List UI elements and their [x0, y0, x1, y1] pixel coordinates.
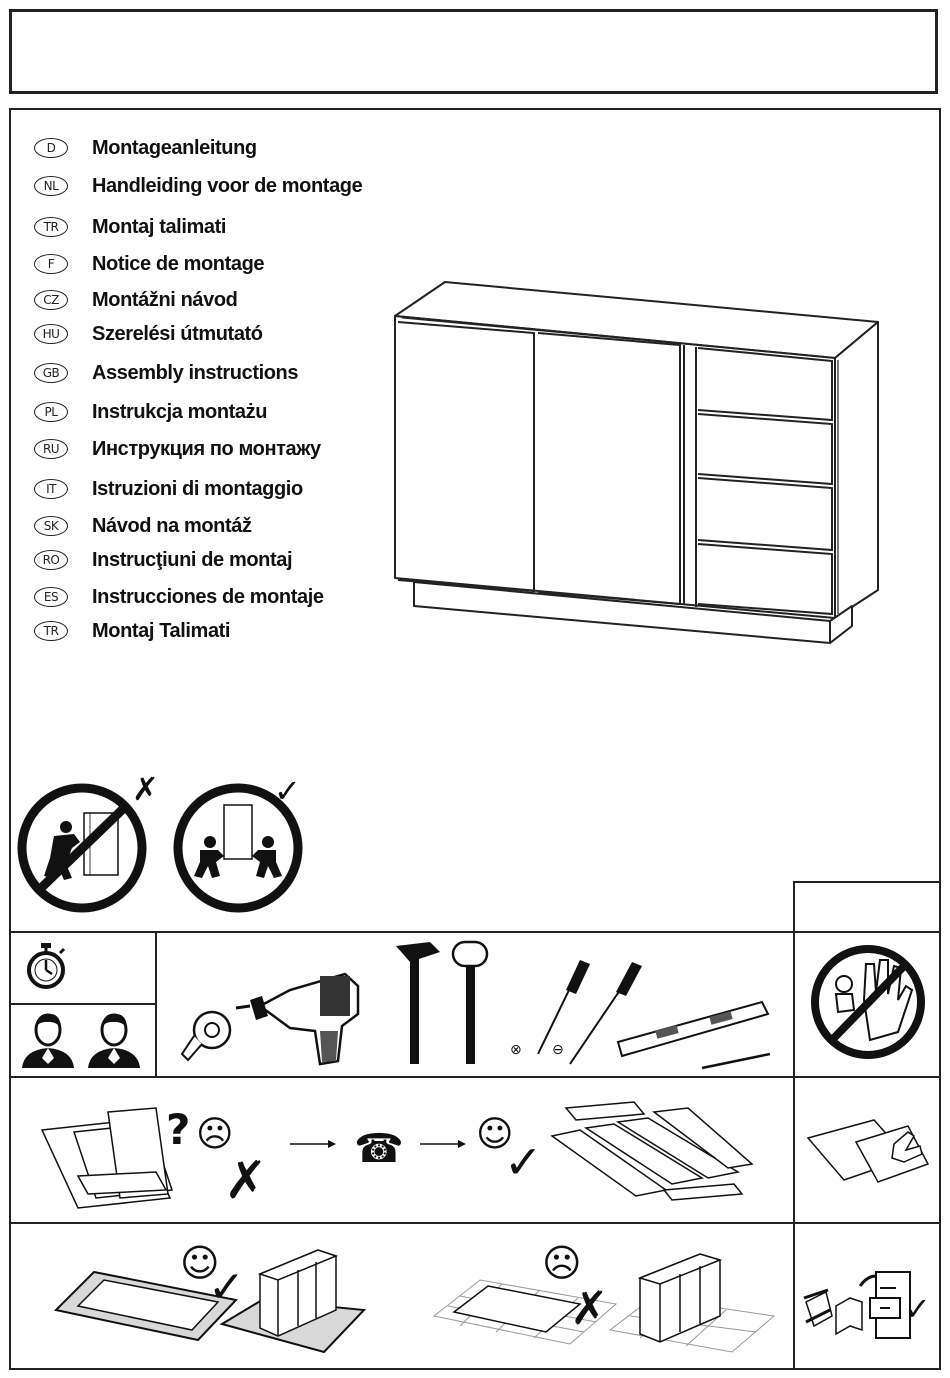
- language-title: Montaj Talimati: [92, 619, 231, 642]
- spirit-level-icon: [616, 1000, 770, 1058]
- language-code-badge: HU: [34, 324, 68, 344]
- divider: [10, 1076, 940, 1078]
- hammer-icon: [396, 942, 440, 1064]
- stopwatch-icon: [27, 943, 66, 989]
- screwdriver-cross-icon: ⊗: [510, 960, 590, 1058]
- no-children-icon: [811, 945, 925, 1059]
- language-item: HU Szerelési útmutató: [34, 319, 263, 349]
- sad-face-icon: ☹: [196, 1114, 234, 1155]
- drill-icon: [235, 972, 360, 1066]
- language-title: Instrucţiuni de montaj: [92, 548, 293, 571]
- language-code-badge: PL: [34, 402, 68, 422]
- divider: [10, 1003, 156, 1005]
- screwdriver-flat-icon: ⊖: [552, 962, 642, 1065]
- divider: [10, 1222, 940, 1224]
- single-person-lift-prohibited-icon: ✗: [17, 770, 159, 913]
- assemble-on-hard-surface-icon: ☹ ✗: [432, 1241, 776, 1353]
- language-code-badge: SK: [34, 516, 68, 536]
- language-title: Szerelési útmutató: [92, 322, 263, 345]
- language-title: Assembly instructions: [92, 361, 299, 384]
- language-title: Istruzioni di montaggio: [92, 477, 303, 500]
- language-title: Montaj talimati: [92, 215, 227, 238]
- language-item: IT Istruzioni di montaggio: [34, 474, 303, 504]
- language-item: TR Montaj Talimati: [34, 616, 230, 646]
- language-code-badge: ES: [34, 587, 68, 607]
- language-title: Instrucciones de montaje: [92, 585, 324, 608]
- language-code-badge: D: [34, 138, 68, 158]
- person-icon: [88, 1013, 140, 1068]
- tape-measure-icon: [180, 1010, 232, 1062]
- sideboard-illustration: [394, 281, 879, 644]
- language-title: Notice de montage: [92, 252, 265, 275]
- happy-face-icon: ☺: [476, 1114, 514, 1155]
- sorted-parts-icon: [550, 1101, 754, 1201]
- language-item: D Montageanleitung: [34, 133, 257, 163]
- assemble-on-soft-surface-icon: ☺ ✓: [53, 1241, 367, 1354]
- divider: [10, 931, 940, 933]
- language-code-badge: TR: [34, 217, 68, 237]
- read-manual-icon: [806, 1119, 930, 1183]
- cross-mark-icon: ✗: [570, 1281, 609, 1335]
- sad-face-icon: ☹: [542, 1241, 582, 1285]
- cross-head-icon: ⊗: [510, 1042, 522, 1058]
- language-title: Инструкция по монтажу: [92, 437, 321, 460]
- two-person-lift-icon: ✓: [173, 772, 303, 913]
- check-mark-icon: ✓: [208, 1262, 245, 1313]
- divider: [793, 881, 941, 883]
- language-title: Montageanleitung: [92, 136, 257, 159]
- language-item: RU Инструкция по монтажу: [34, 434, 321, 464]
- language-item: F Notice de montage: [34, 249, 265, 279]
- person-icon: [22, 1013, 74, 1068]
- happy-face-icon: ☺: [180, 1241, 220, 1285]
- question-mark-icon: ?: [166, 1105, 190, 1154]
- language-title: Instrukcja montażu: [92, 400, 268, 423]
- language-item: GB Assembly instructions: [34, 358, 299, 388]
- unsorted-parts-icon: [40, 1107, 174, 1209]
- language-title: Montážni návod: [92, 288, 238, 311]
- check-mark-icon: ✓: [904, 1290, 931, 1328]
- language-title: Handleiding voor de montage: [92, 174, 363, 197]
- language-item: CZ Montážni návod: [34, 285, 238, 315]
- language-code-badge: RO: [34, 550, 68, 570]
- language-title: Návod na montáž: [92, 514, 252, 537]
- cross-mark-icon: ✗: [132, 770, 159, 808]
- language-code-badge: IT: [34, 479, 68, 499]
- tools-illustration: ⊗ ⊖: [180, 940, 771, 1070]
- title-box: [9, 9, 938, 94]
- language-item: RO Instrucţiuni de montaj: [34, 545, 293, 575]
- language-code-badge: RU: [34, 439, 68, 459]
- language-item: ES Instrucciones de montaje: [34, 582, 324, 612]
- check-mark-icon: ✓: [274, 772, 301, 810]
- phone-icon: ☎: [354, 1126, 404, 1172]
- two-persons-icon: [22, 1013, 140, 1068]
- check-mark-icon: ✓: [504, 1135, 543, 1189]
- instruction-frame: [9, 108, 941, 1370]
- divider: [793, 881, 795, 1369]
- pencil-icon: [701, 1052, 771, 1070]
- language-code-badge: GB: [34, 363, 68, 383]
- cross-mark-icon: ✗: [224, 1151, 268, 1211]
- language-item: SK Návod na montáž: [34, 511, 252, 541]
- divider: [155, 931, 157, 1077]
- parts-check-illustration: ? ☹ ✗ ☎ ☺ ✓: [40, 1101, 754, 1211]
- keep-instructions-icon: ✓: [803, 1271, 931, 1339]
- language-item: TR Montaj talimati: [34, 212, 226, 242]
- language-code-badge: F: [34, 254, 68, 274]
- language-code-badge: NL: [34, 176, 68, 196]
- language-item: NL Handleiding voor de montage: [34, 171, 363, 201]
- flat-head-icon: ⊖: [552, 1042, 564, 1058]
- language-code-badge: TR: [34, 621, 68, 641]
- language-item: PL Instrukcja montażu: [34, 397, 267, 427]
- language-code-badge: CZ: [34, 290, 68, 310]
- mallet-icon: [451, 940, 489, 1064]
